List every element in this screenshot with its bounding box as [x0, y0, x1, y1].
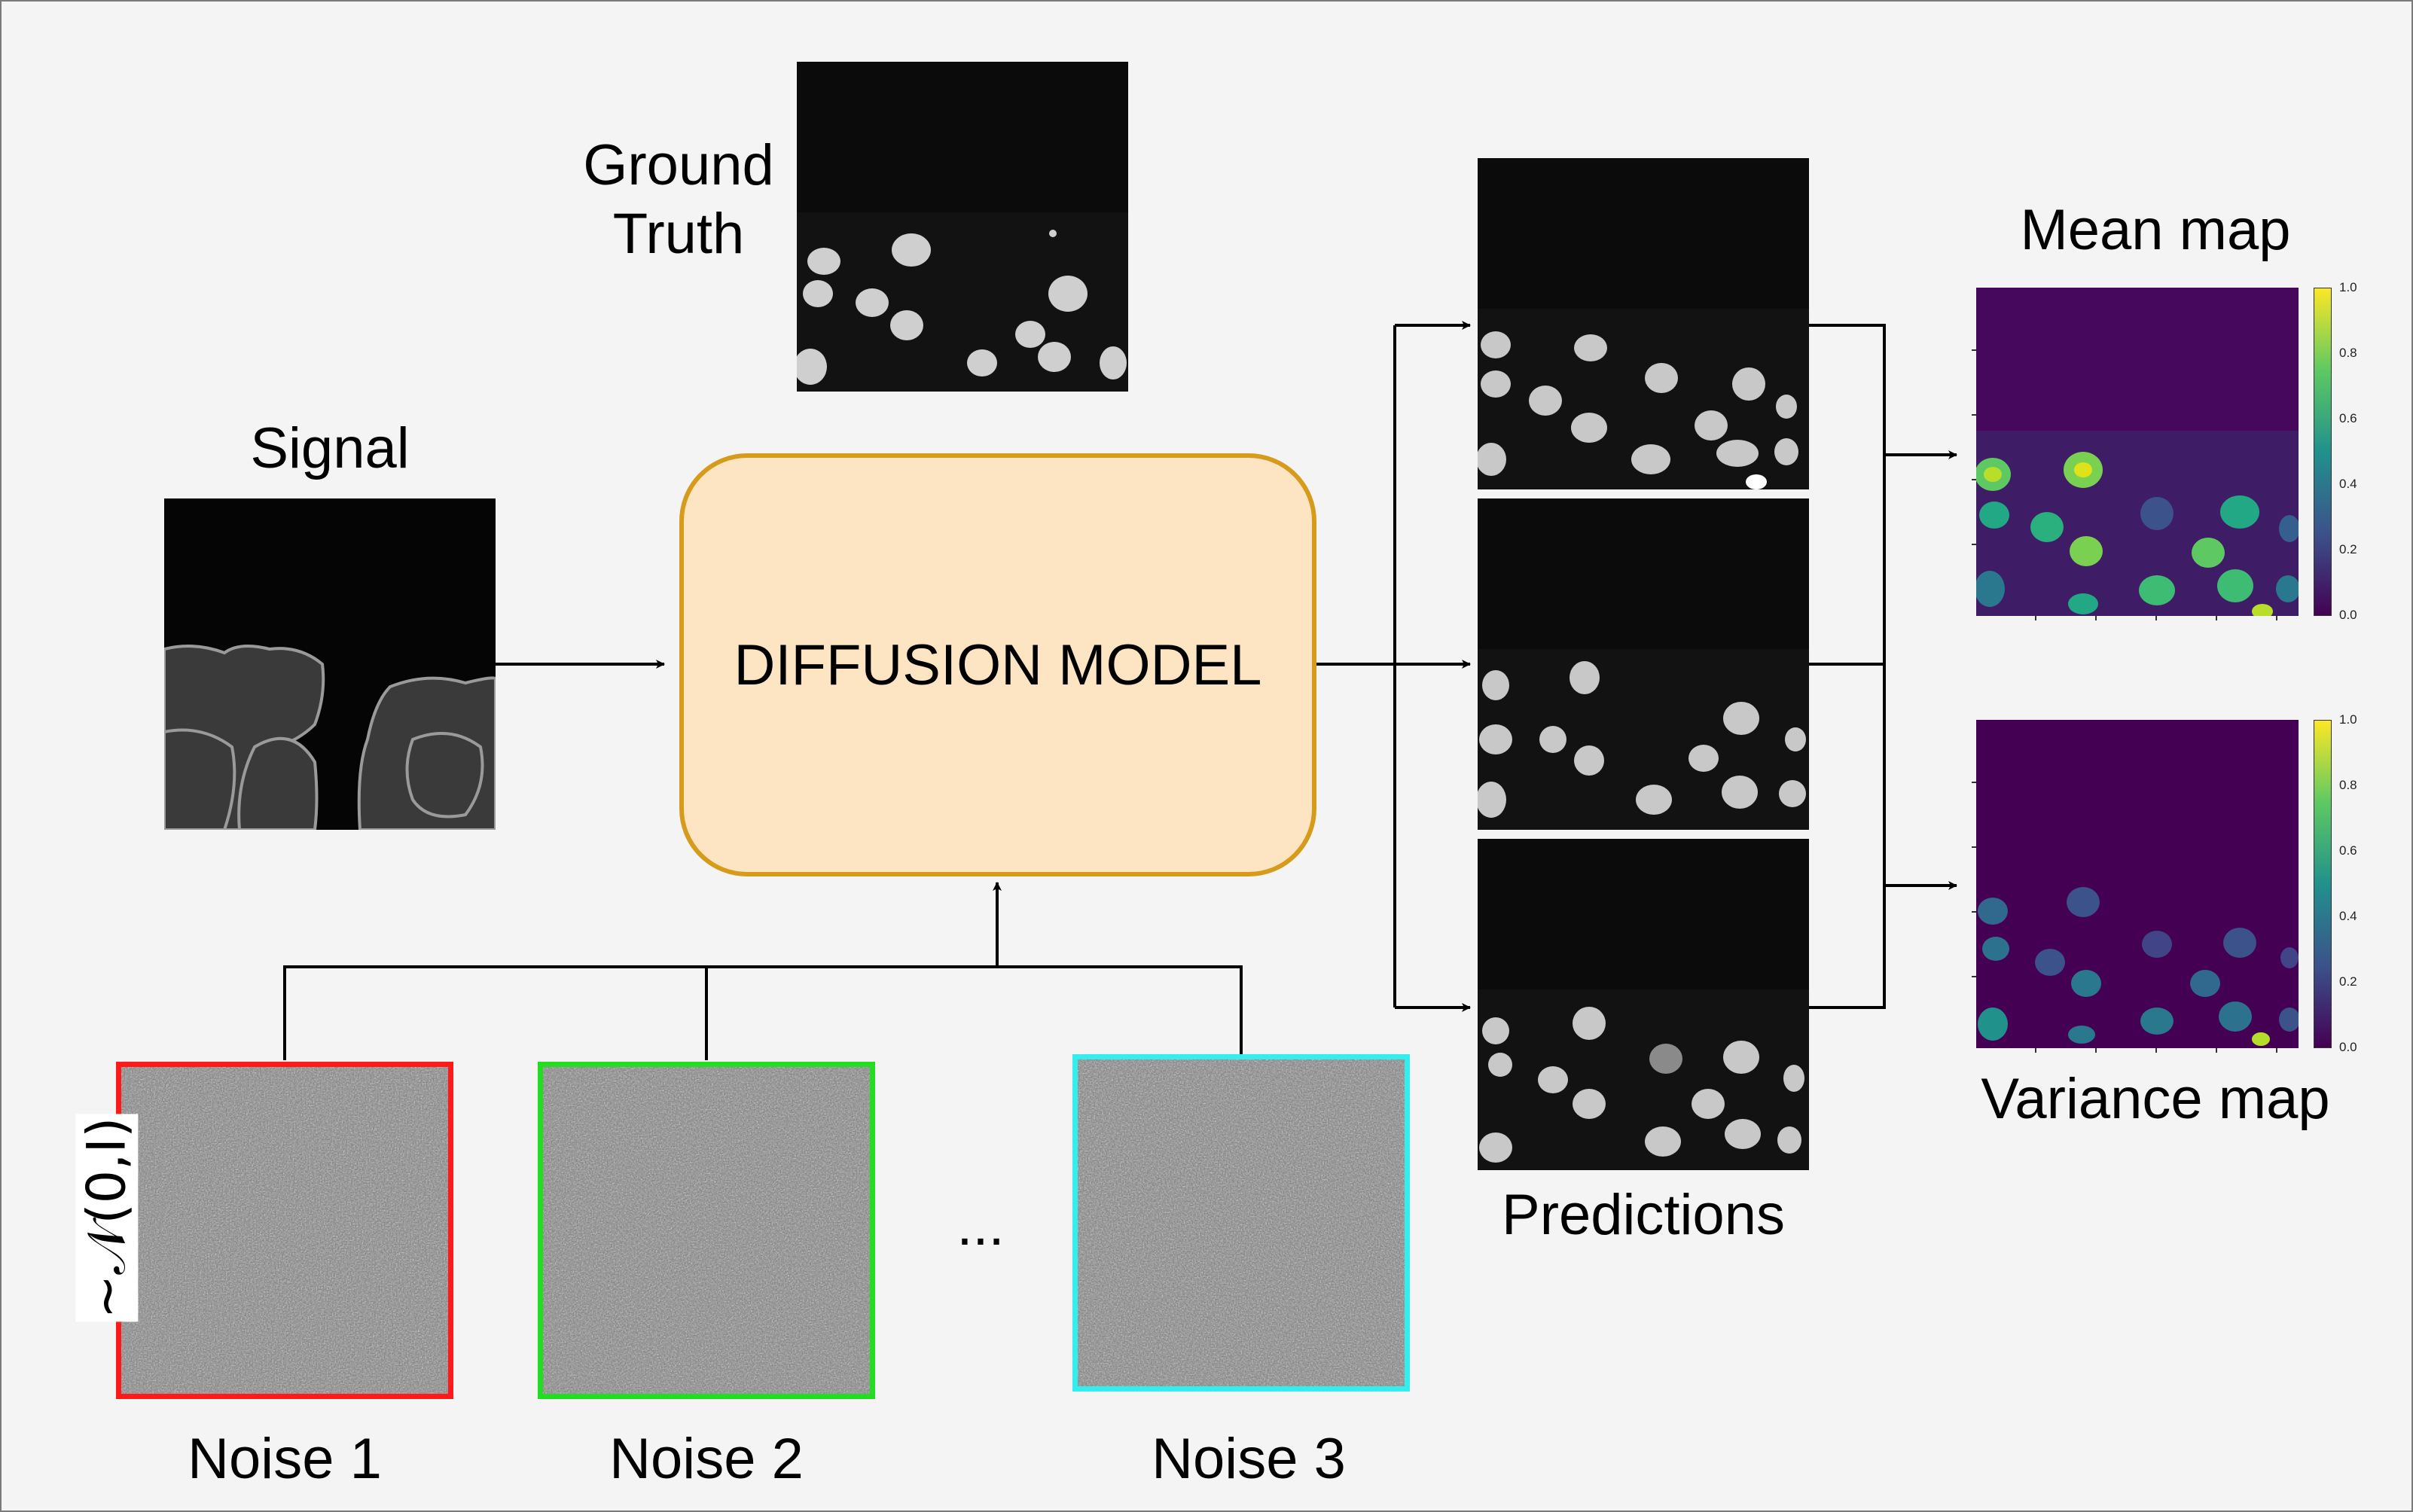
noise-1-image — [116, 1062, 453, 1399]
mean-colorbar-tick: 0.8 — [2339, 346, 2357, 360]
mean-map-xtick — [2035, 616, 2036, 620]
mean-map-ytick — [1972, 479, 1976, 480]
mean-colorbar-tick: 0.0 — [2339, 608, 2357, 622]
variance-map-ytick — [1972, 976, 1976, 977]
mean-colorbar-tick: 0.6 — [2339, 411, 2357, 425]
ground-truth-label-line2: Truth — [612, 202, 745, 267]
variance-map-xtick — [2155, 1048, 2157, 1053]
distribution-label: ~𝒩(0,I) — [9, 1114, 205, 1321]
mean-map-colorbar — [2314, 288, 2332, 616]
variance-map-label: Variance map — [1981, 1067, 2330, 1131]
mean-colorbar-tick: 1.0 — [2339, 280, 2357, 294]
predictions-label: Predictions — [1502, 1183, 1785, 1247]
variance-map-image — [1976, 720, 2299, 1048]
mean-map-xtick — [2095, 616, 2097, 620]
mean-map-label: Mean map — [2020, 198, 2291, 262]
variance-map-ytick — [1972, 911, 1976, 913]
mean-map-ytick — [1972, 414, 1976, 416]
mean-map-xtick — [2276, 616, 2277, 620]
mean-colorbar-tick: 0.4 — [2339, 477, 2357, 491]
mean-map-ytick — [1972, 349, 1976, 351]
variance-map-xtick — [2216, 1048, 2217, 1053]
ellipsis-label: ... — [956, 1193, 1005, 1257]
ground-truth-label: Ground Truth — [562, 131, 795, 268]
mean-map-xtick — [2216, 616, 2217, 620]
diffusion-model-box: DIFFUSION MODEL — [679, 453, 1316, 876]
variance-map-ytick — [1972, 846, 1976, 848]
variance-map-colorbar — [2314, 720, 2332, 1048]
variance-colorbar-tick: 0.2 — [2339, 974, 2357, 989]
signal-image — [164, 498, 496, 830]
variance-map-xtick — [2095, 1048, 2097, 1053]
noise-1-label: Noise 1 — [188, 1427, 382, 1491]
prediction-3-image — [1478, 839, 1809, 1170]
mean-map-image — [1976, 288, 2299, 616]
mean-map-xtick — [2155, 616, 2157, 620]
variance-colorbar-tick: 1.0 — [2339, 712, 2357, 727]
noise-2-image — [538, 1062, 875, 1399]
signal-label: Signal — [250, 416, 410, 480]
prediction-2-image — [1478, 498, 1809, 830]
mean-colorbar-tick: 0.2 — [2339, 542, 2357, 556]
noise-3-label: Noise 3 — [1152, 1427, 1346, 1491]
variance-map-ytick — [1972, 782, 1976, 783]
mean-map-ytick — [1972, 544, 1976, 545]
diffusion-model-label: DIFFUSION MODEL — [734, 633, 1262, 697]
variance-map-xtick — [2035, 1048, 2036, 1053]
variance-map-xtick — [2276, 1048, 2277, 1053]
ground-truth-image — [797, 62, 1128, 392]
noise-bus-line — [283, 965, 1243, 1060]
variance-colorbar-tick: 0.4 — [2339, 909, 2357, 923]
variance-colorbar-tick: 0.6 — [2339, 843, 2357, 858]
predictions-merge-line — [1809, 324, 1886, 1009]
noise-2-label: Noise 2 — [609, 1427, 804, 1491]
noise-3-image — [1072, 1054, 1410, 1392]
distribution-text: ~𝒩(0,I) — [75, 1114, 139, 1321]
variance-colorbar-tick: 0.0 — [2339, 1040, 2357, 1054]
prediction-1-image — [1478, 158, 1809, 489]
variance-colorbar-tick: 0.8 — [2339, 778, 2357, 792]
ground-truth-label-line1: Ground — [583, 133, 774, 197]
